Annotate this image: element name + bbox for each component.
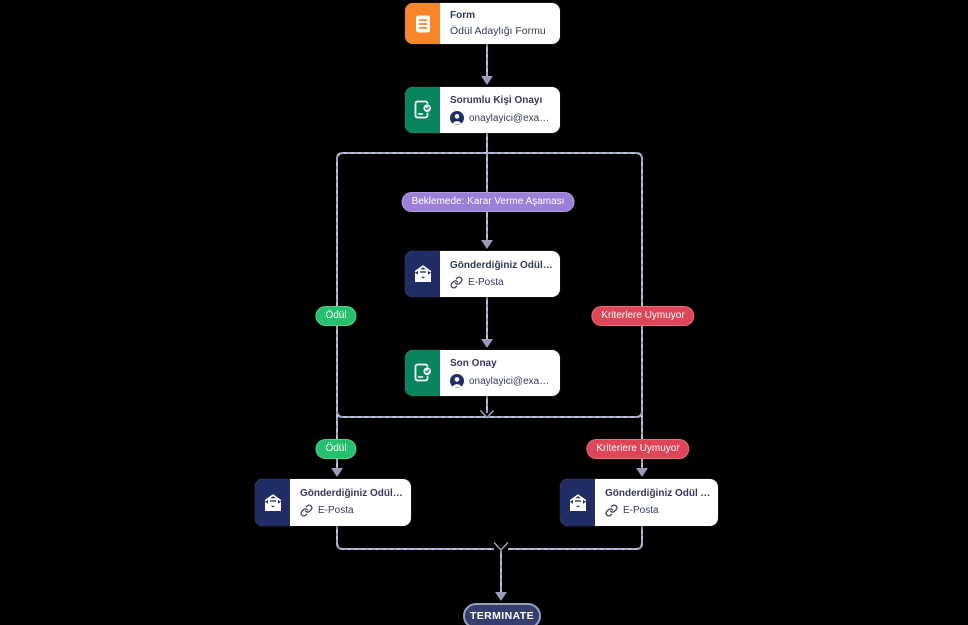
badge-denied-1[interactable]: Kriterlere Uymuyor bbox=[591, 306, 695, 326]
badge-approved-1[interactable]: Ödül bbox=[315, 306, 357, 326]
node-email-center-title: Gönderdiğiniz Ödül Adaylığı ... bbox=[450, 259, 554, 271]
channel-label: E-Posta bbox=[623, 505, 659, 516]
approval-check-icon bbox=[405, 350, 440, 396]
node-approval-2[interactable]: Son Onay onaylayici@example.c... bbox=[405, 350, 560, 396]
node-email-right[interactable]: Gönderdiğiniz Ödül Adaylığı ... E-Posta bbox=[560, 479, 718, 526]
channel-label: E-Posta bbox=[468, 276, 504, 288]
node-form-title: Ödül Adaylığı Formu bbox=[450, 25, 546, 37]
merge-chevrons bbox=[480, 410, 509, 551]
arrowheads bbox=[331, 76, 648, 601]
form-icon bbox=[405, 3, 440, 44]
approval-check-icon bbox=[405, 87, 440, 133]
node-approval-1-title: Sorumlu Kişi Onayı bbox=[450, 95, 543, 106]
avatar-icon bbox=[450, 374, 464, 388]
link-icon bbox=[605, 504, 618, 517]
node-email-left-title: Gönderdiğiniz Ödül Adaylığı ... bbox=[300, 488, 405, 499]
badge-pending[interactable]: Beklemede: Karar Verme Aşaması bbox=[401, 192, 575, 212]
terminate-button[interactable]: TERMINATE bbox=[463, 603, 541, 625]
node-approval-1[interactable]: Sorumlu Kişi Onayı onaylayici@example.c.… bbox=[405, 87, 560, 133]
badge-denied-2[interactable]: Kriterlere Uymuyor bbox=[586, 439, 690, 459]
link-icon bbox=[450, 275, 463, 289]
node-email-center[interactable]: Gönderdiğiniz Ödül Adaylığı ... E-Posta bbox=[405, 251, 560, 297]
approver-email: onaylayici@example.c... bbox=[469, 112, 554, 124]
badge-approved-2[interactable]: Ödül bbox=[315, 439, 357, 459]
channel-label: E-Posta bbox=[318, 505, 354, 516]
approver-email: onaylayici@example.c... bbox=[469, 375, 554, 387]
node-approval-2-title: Son Onay bbox=[450, 358, 497, 369]
node-form[interactable]: Form Ödül Adaylığı Formu bbox=[405, 3, 560, 44]
node-email-left[interactable]: Gönderdiğiniz Ödül Adaylığı ... E-Posta bbox=[255, 479, 411, 526]
node-email-right-title: Gönderdiğiniz Ödül Adaylığı ... bbox=[605, 488, 712, 499]
link-icon bbox=[300, 504, 313, 517]
node-type-label: Form bbox=[450, 10, 475, 21]
avatar-icon bbox=[450, 111, 464, 125]
mail-open-icon bbox=[405, 251, 440, 297]
mail-open-icon bbox=[560, 479, 595, 526]
mail-open-icon bbox=[255, 479, 290, 526]
